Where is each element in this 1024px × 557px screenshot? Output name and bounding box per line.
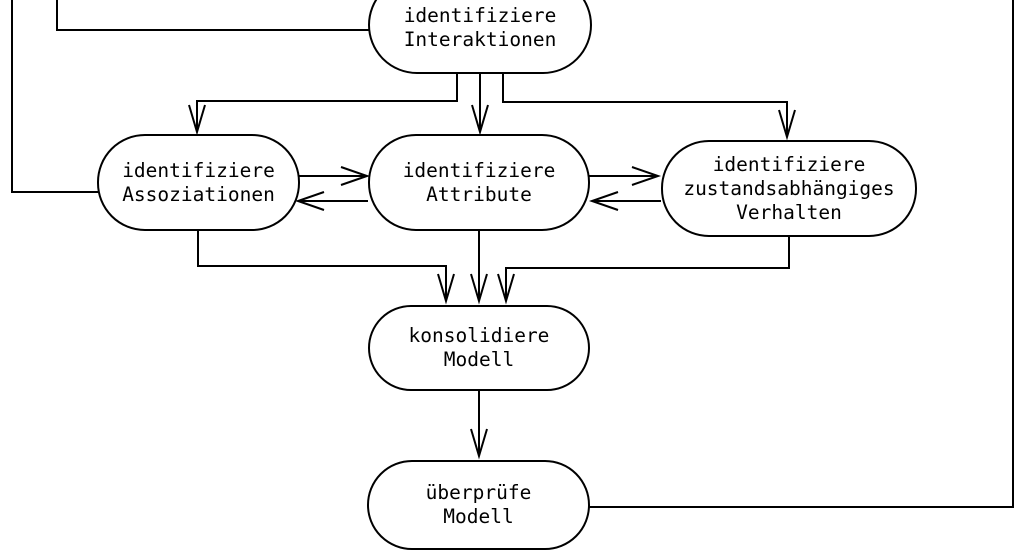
node-label: Modell bbox=[443, 505, 514, 528]
edge-offscreen-to-assoziationen bbox=[11, 0, 98, 193]
edge-konsolidiere-ueberpruefe bbox=[470, 390, 488, 460]
edge-ueberpruefe-feedback bbox=[589, 0, 1014, 508]
edge-interaktionen-attribute bbox=[471, 74, 489, 136]
node-label: zustandsabhängiges bbox=[683, 176, 895, 200]
node-identifiziere-zustandsabhaengiges-verhalten: identifiziere zustandsabhängiges Verhalt… bbox=[661, 140, 917, 237]
node-label: konsolidiere bbox=[408, 324, 550, 347]
edge-verhalten-attribute bbox=[588, 191, 661, 211]
edge-attribute-konsolidiere bbox=[470, 230, 488, 305]
node-label: Attribute bbox=[426, 182, 532, 206]
node-label: Modell bbox=[443, 348, 515, 371]
node-label: Interaktionen bbox=[403, 28, 557, 51]
node-label: identifiziere bbox=[402, 158, 556, 182]
node-ueberpruefe-modell: überprüfe Modell bbox=[367, 460, 590, 550]
node-label: identifiziere bbox=[403, 4, 557, 27]
node-konsolidiere-modell: konsolidiere Modell bbox=[368, 305, 590, 391]
edge-assoziationen-konsolidiere bbox=[197, 230, 455, 305]
edge-assoziationen-attribute bbox=[298, 166, 371, 186]
edge-attribute-verhalten bbox=[589, 166, 662, 186]
node-label: identifiziere bbox=[122, 158, 275, 182]
node-identifiziere-attribute: identifiziere Attribute bbox=[368, 134, 590, 231]
edge-verhalten-konsolidiere bbox=[497, 236, 790, 305]
node-identifiziere-assoziationen: identifiziere Assoziationen bbox=[97, 134, 300, 231]
node-label: identifiziere bbox=[712, 152, 866, 176]
node-identifiziere-interaktionen: identifiziere Interaktionen bbox=[368, 0, 592, 74]
node-label: Verhalten bbox=[736, 200, 842, 224]
edge-interaktionen-assoziationen bbox=[188, 74, 458, 136]
edge-interaktionen-verhalten bbox=[502, 74, 796, 141]
node-label: Assoziationen bbox=[122, 182, 275, 206]
edge-attribute-assoziationen bbox=[294, 191, 368, 211]
node-label: überprüfe bbox=[425, 481, 532, 504]
edge-offscreen-to-interaktionen bbox=[56, 0, 369, 31]
